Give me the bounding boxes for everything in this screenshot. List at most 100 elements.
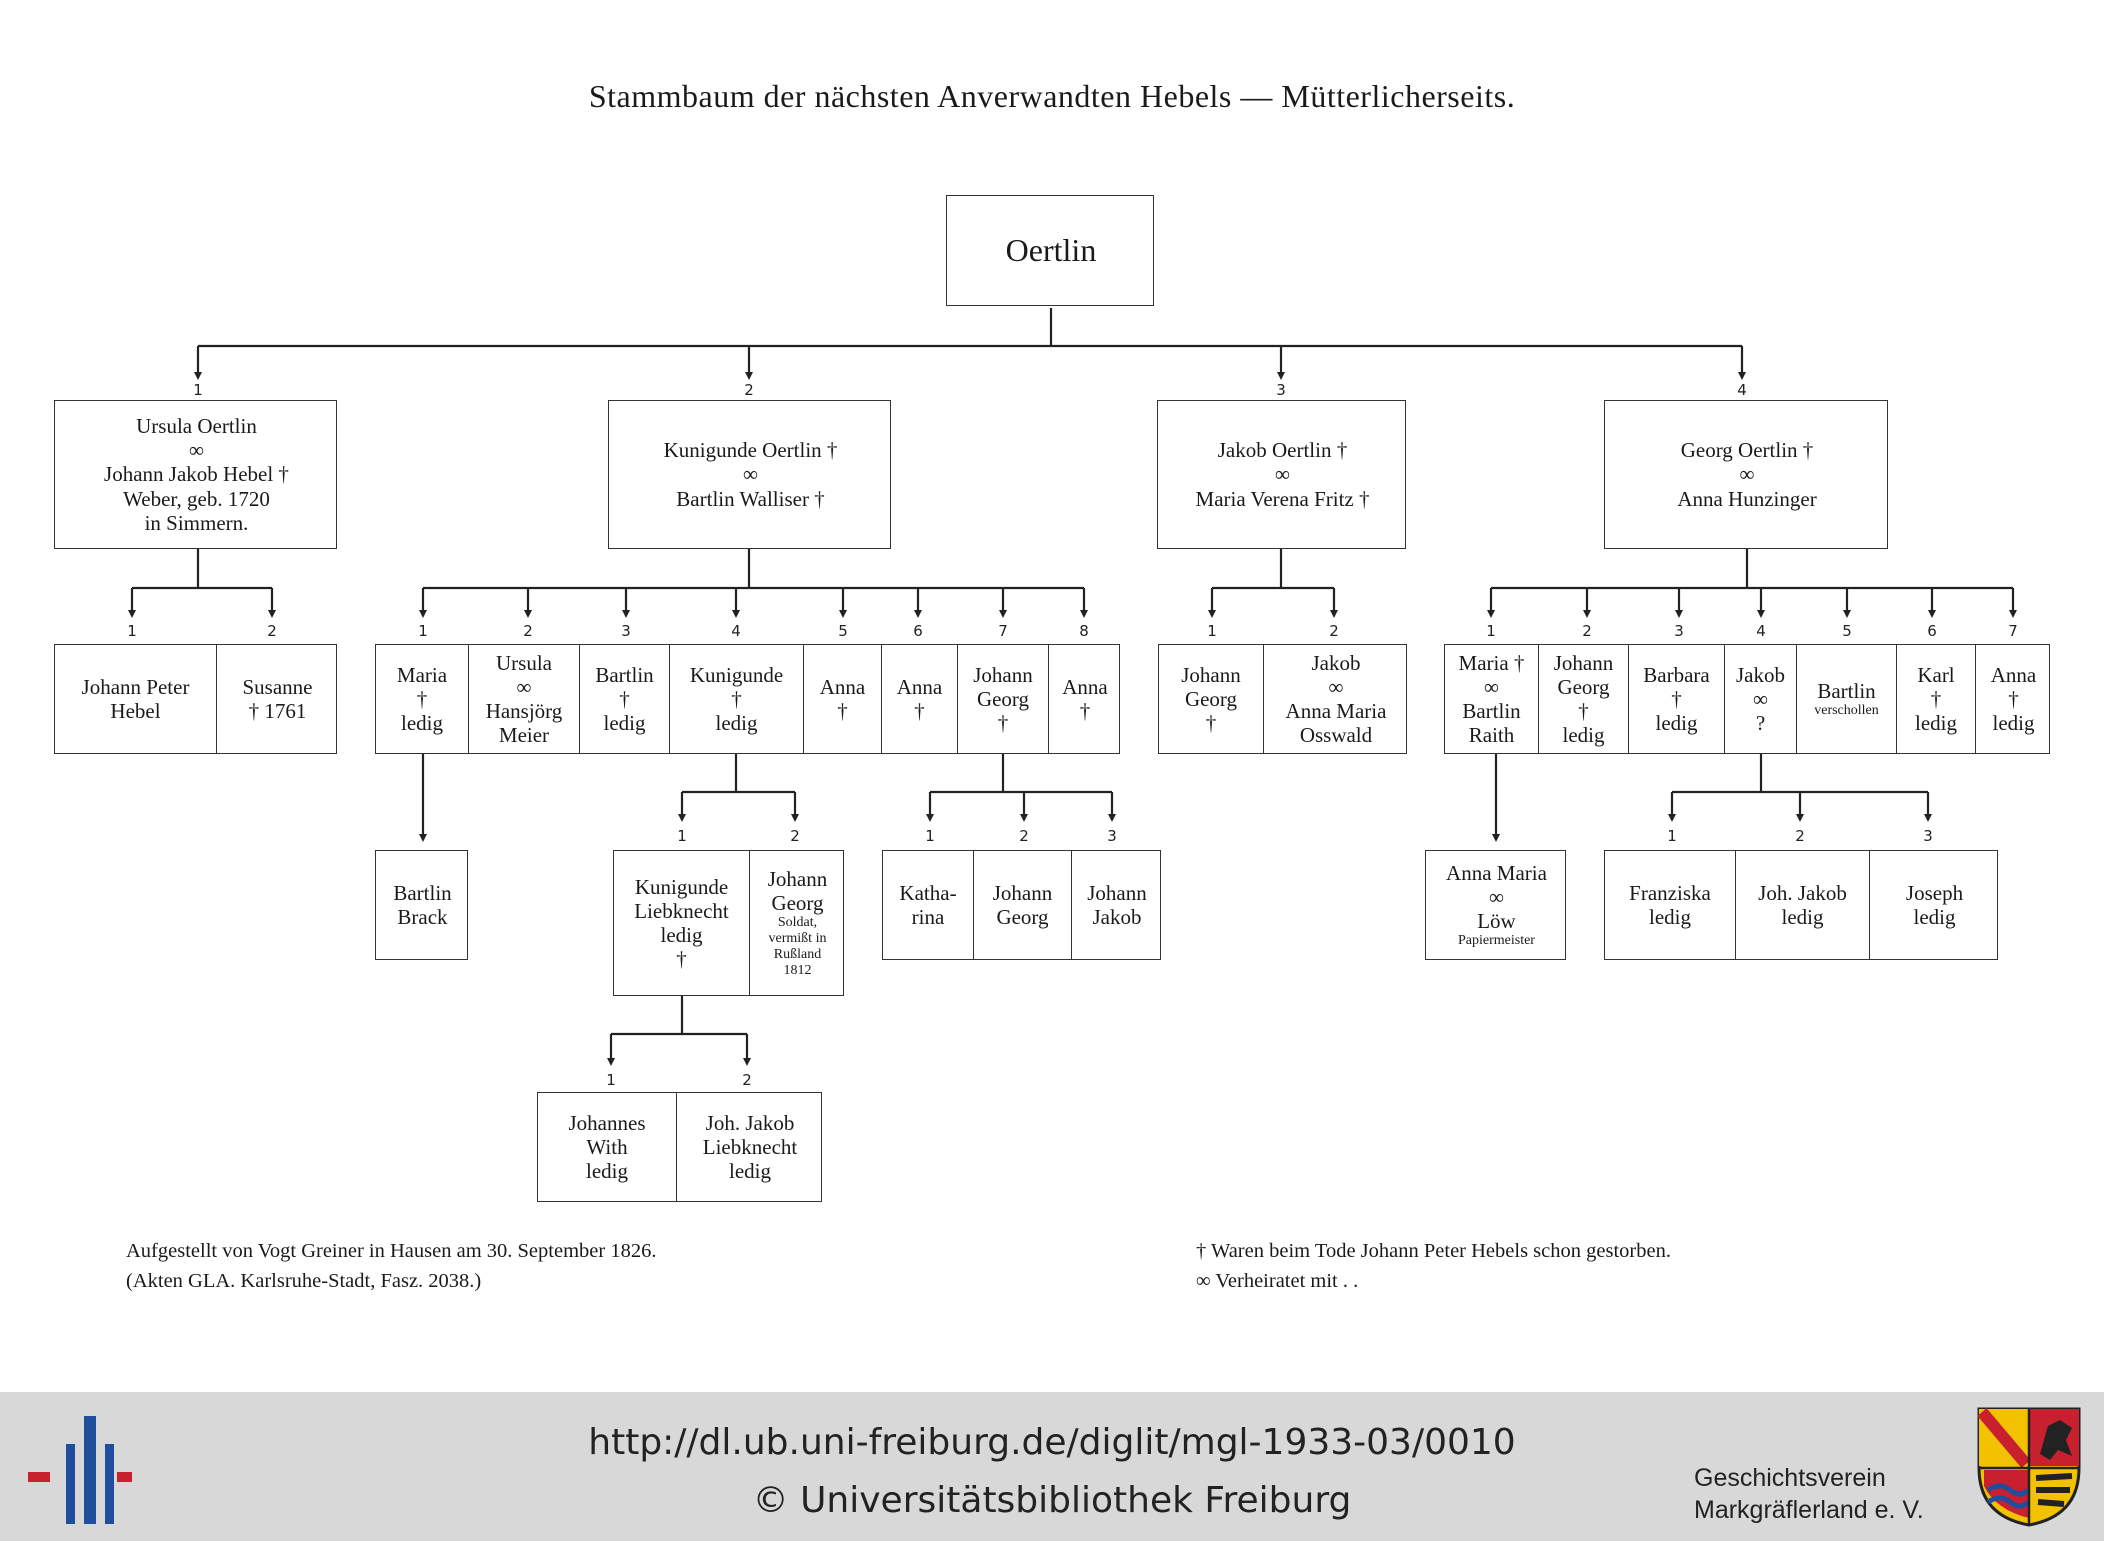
- cell-line: †: [837, 699, 848, 723]
- cell-line: Kunigunde Oertlin †: [663, 438, 838, 463]
- cell-line: Johann: [1181, 662, 1241, 687]
- cell-line: †: [1079, 699, 1091, 723]
- cell-line: Maria Verena Fritz †: [1195, 486, 1370, 511]
- cell-line: Weber, geb. 1720: [123, 486, 270, 511]
- cell-line: Joseph: [1905, 880, 1964, 905]
- cell-line: rina: [911, 905, 945, 929]
- cell-line: Anna: [1990, 662, 2037, 687]
- copyright: © Universitätsbibliothek Freiburg: [752, 1480, 1352, 1521]
- cell-note: Soldat,: [777, 914, 818, 930]
- cell-line: Anna Hunzinger: [1677, 486, 1817, 511]
- cell-line: †: [997, 711, 1009, 736]
- cell-line: Anna: [819, 674, 866, 699]
- cell-line: Jakob: [1736, 662, 1785, 687]
- cell-line: Brack: [397, 905, 448, 929]
- cell-line: Meier: [498, 723, 550, 748]
- person-text: Oertlin: [1006, 232, 1097, 269]
- cell-line: Anna Maria: [1446, 860, 1547, 885]
- cell-line: ∞: [1753, 686, 1768, 711]
- person-cell: Anna†ledig: [1975, 645, 2051, 753]
- arrowhead: [524, 610, 532, 618]
- arrowhead: [1757, 610, 1765, 618]
- arrowhead: [419, 610, 427, 618]
- person-cell: Jakob∞?: [1724, 645, 1796, 753]
- arrowhead: [1796, 814, 1804, 822]
- document-page: Stammbaum der nächsten Anverwandten Hebe…: [54, 78, 2051, 1292]
- cell-line: ∞: [516, 674, 532, 699]
- sibling-number: 1: [925, 827, 935, 845]
- sibling-number: 5: [1842, 622, 1852, 640]
- cell-line: in Simmern.: [144, 510, 249, 535]
- cell-line: Ursula Oertlin: [136, 414, 257, 439]
- sibling-number: 1: [606, 1071, 616, 1089]
- person-text: Jakob Oertlin †∞Maria Verena Fritz †: [1196, 438, 1370, 510]
- person-cell: Kunigunde Oertlin †∞Bartlin Walliser †: [609, 401, 892, 548]
- person-text: Bartlin†ledig: [595, 663, 653, 735]
- cell-line: Johann: [973, 662, 1033, 687]
- cell-note: Papiermeister: [1458, 933, 1535, 949]
- cell-line: ledig: [1655, 711, 1698, 736]
- person-cell: Katha-rina: [883, 851, 973, 959]
- arrowhead: [268, 610, 276, 618]
- arrowhead: [839, 610, 847, 618]
- sibling-number: 7: [2008, 622, 2018, 640]
- sibling-number: 7: [998, 622, 1008, 640]
- cell-line: ledig: [1915, 711, 1957, 736]
- cell-line: Georg: [976, 686, 1030, 711]
- cell-line: Oertlin: [1005, 232, 1097, 269]
- arrowhead: [999, 610, 1007, 618]
- person-text: Susanne† 1761: [243, 675, 313, 723]
- cell-line: Hansjörg: [485, 699, 563, 723]
- arrowhead: [1583, 610, 1591, 618]
- cell-line: Anna: [896, 674, 943, 699]
- page-title: Stammbaum der nächsten Anverwandten Hebe…: [588, 78, 1516, 114]
- person-text: Katha-rina: [899, 881, 956, 929]
- person-text: Karl†ledig: [1915, 663, 1957, 735]
- arrowhead: [128, 610, 136, 618]
- sibling-number: 2: [1795, 827, 1805, 845]
- arrowhead: [1020, 814, 1028, 822]
- society-name-2: Markgräflerland e. V.: [1694, 1496, 1924, 1524]
- cell-line: †: [1205, 711, 1217, 736]
- person-cell: Ursula Oertlin∞Johann Jakob Hebel †Weber…: [55, 401, 338, 548]
- arrowhead: [1675, 610, 1683, 618]
- person-cell: Jakob Oertlin †∞Maria Verena Fritz †: [1158, 401, 1407, 548]
- cell-line: Johannes: [568, 1110, 646, 1135]
- cell-line: Löw: [1477, 909, 1516, 934]
- sibling-number: 1: [677, 827, 687, 845]
- source-url[interactable]: http://dl.ub.uni-freiburg.de/diglit/mgl-…: [588, 1422, 1516, 1463]
- person-cell: Anna†: [803, 645, 881, 753]
- cell-line: ledig: [586, 1159, 628, 1184]
- arrowhead: [194, 372, 202, 380]
- cell-line: Johann: [992, 880, 1053, 905]
- person-cell: Anna†: [881, 645, 957, 753]
- cell-line: Georg: [1184, 686, 1238, 711]
- person-text: Jakob∞?: [1736, 663, 1785, 735]
- arrowhead: [1492, 834, 1500, 842]
- cell-line: Osswald: [1299, 723, 1373, 748]
- cell-line: †: [1578, 699, 1589, 723]
- person-text: Georg Oertlin †∞Anna Hunzinger: [1677, 438, 1816, 510]
- cell-line: †: [1671, 686, 1682, 711]
- sibling-number: 3: [621, 622, 631, 640]
- cell-line: Liebknecht: [634, 898, 729, 923]
- arrowhead: [607, 1058, 615, 1066]
- cell-line: Georg: [996, 905, 1049, 929]
- person-cell: Karl†ledig: [1896, 645, 1975, 753]
